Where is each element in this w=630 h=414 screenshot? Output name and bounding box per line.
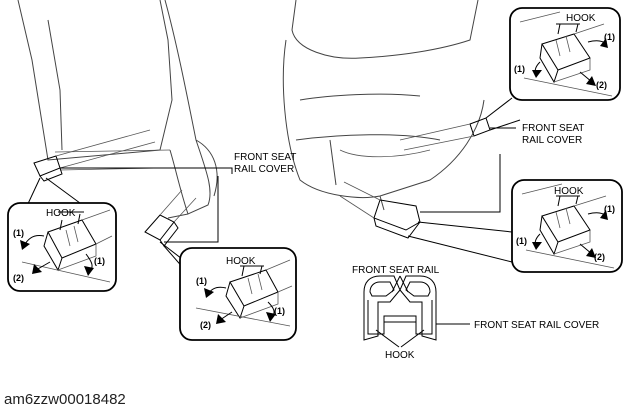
inset-mid-step2: (2) [200,320,211,330]
inset-top-right [509,7,621,101]
right-seat-drawing [282,0,485,211]
cross-section-bottom-label: HOOK [385,350,415,361]
cross-section-top-label: FRONT SEAT RAIL [352,265,440,276]
callout-rail-cover-left-line1: FRONT SEAT [234,152,296,163]
inset-right-mid-step1-b: (1) [516,236,527,246]
callout-rail-cover-right-line1: FRONT SEAT [522,123,584,134]
inset-top-right-step2: (2) [596,80,607,90]
inset-mid-step1-b: (1) [274,306,285,316]
inset-mid [179,247,297,341]
callout-rail-cover-left-line2: RAIL COVER [234,164,294,175]
cross-section-right-label: FRONT SEAT RAIL COVER [474,320,599,331]
inset-left-step1-b: (1) [94,256,105,266]
rail-cross-section [363,275,470,348]
inset-top-right-step1-b: (1) [514,64,525,74]
callout-rail-cover-right-line2: RAIL COVER [522,135,582,146]
inset-left-step2: (2) [13,273,24,283]
right-front-rail-cover [339,181,421,239]
callout-leaders [25,97,521,295]
inset-top-right-hook-label: HOOK [566,13,596,24]
inset-top-right-step1-a: (1) [604,32,615,42]
inset-left-step1-a: (1) [13,228,24,238]
inset-right-mid [511,179,623,273]
figure-id: am6zzw00018482 [4,391,126,408]
inset-left [7,202,117,292]
inset-right-mid-step1-a: (1) [604,204,615,214]
inset-mid-step1-a: (1) [196,276,207,286]
inset-mid-hook-label: HOOK [226,256,256,267]
right-rear-rail-cover [399,117,491,151]
inset-right-mid-hook-label: HOOK [554,186,584,197]
inset-left-hook-label: HOOK [46,208,76,219]
left-seat-drawing [17,0,218,219]
inset-right-mid-step2: (2) [594,252,605,262]
